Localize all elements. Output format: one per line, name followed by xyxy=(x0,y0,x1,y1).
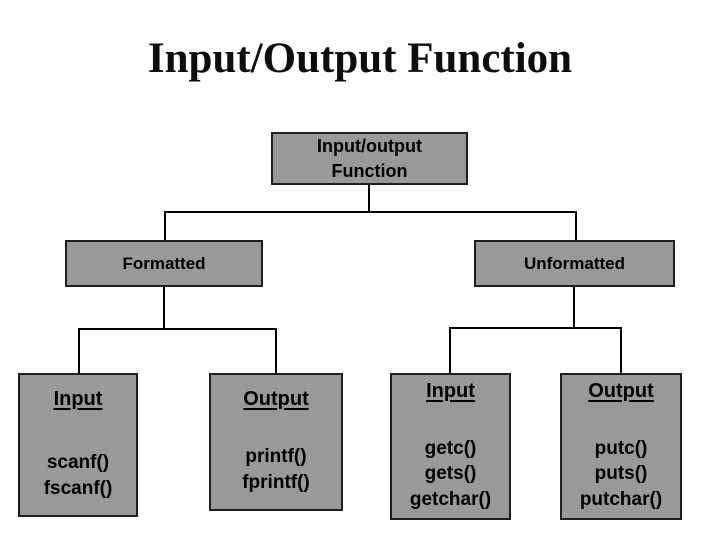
function-name: getc() xyxy=(424,437,477,459)
connector-to-formatted-input xyxy=(78,328,80,373)
node-unformatted-input: Input getc() gets() getchar() xyxy=(390,373,511,520)
node-formatted: Formatted xyxy=(65,240,263,287)
function-name: fscanf() xyxy=(43,478,113,500)
leaf-heading: Output xyxy=(588,380,654,402)
node-unformatted-label: Unformatted xyxy=(523,253,626,273)
connector-to-formatted xyxy=(164,211,166,240)
leaf-heading: Input xyxy=(426,380,475,402)
page-title: Input/Output Function xyxy=(147,35,573,82)
function-name: printf() xyxy=(245,446,307,468)
connector-to-unformatted-input xyxy=(449,327,451,373)
connector-to-unformatted xyxy=(575,211,577,240)
connector-root-stem xyxy=(368,185,370,213)
node-unformatted: Unformatted xyxy=(474,240,675,287)
function-name: fprintf() xyxy=(242,472,310,494)
leaf-function-list: getc() gets() getchar() xyxy=(410,436,491,513)
function-name: gets() xyxy=(424,463,477,485)
leaf-function-list: scanf() fscanf() xyxy=(44,450,113,502)
function-name: putc() xyxy=(594,437,648,459)
connector-formatted-stem xyxy=(163,287,165,330)
node-root-label: Input/output Function xyxy=(317,136,422,181)
node-formatted-input: Input scanf() fscanf() xyxy=(18,373,138,517)
connector-unformatted-stem xyxy=(573,287,575,329)
function-name: puts() xyxy=(594,463,648,485)
function-name: getchar() xyxy=(409,489,492,511)
node-unformatted-output: Output putc() puts() putchar() xyxy=(560,373,682,520)
leaf-function-list: printf() fprintf() xyxy=(242,444,310,496)
connector-to-unformatted-output xyxy=(620,327,622,373)
connector-level1-crossbar xyxy=(164,211,577,213)
connector-to-formatted-output xyxy=(275,328,277,373)
leaf-function-list: putc() puts() putchar() xyxy=(580,436,662,513)
leaf-heading: Output xyxy=(243,388,309,410)
node-formatted-label: Formatted xyxy=(122,253,206,273)
node-formatted-output: Output printf() fprintf() xyxy=(209,373,343,511)
connector-formatted-crossbar xyxy=(78,328,277,330)
connector-unformatted-crossbar xyxy=(449,327,622,329)
function-name: scanf() xyxy=(46,452,110,474)
function-name: putchar() xyxy=(579,489,663,511)
node-root: Input/output Function xyxy=(271,132,468,185)
leaf-heading: Input xyxy=(53,388,103,410)
